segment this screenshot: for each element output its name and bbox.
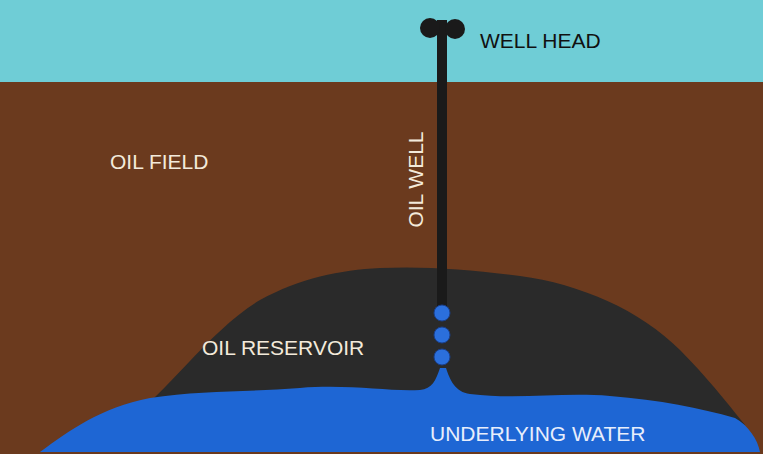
sky-band xyxy=(0,0,763,82)
well-head-valve xyxy=(445,19,465,39)
water-bubble xyxy=(434,305,450,321)
oil-well-label: OIL WELL xyxy=(403,132,426,228)
well-head-valve xyxy=(420,18,440,38)
water-bubble xyxy=(434,349,450,365)
underlying-water-shape xyxy=(40,368,760,452)
ground xyxy=(0,82,763,454)
well-head-label: WELL HEAD xyxy=(480,29,601,52)
well-pipe xyxy=(437,20,447,320)
water-bubble xyxy=(434,327,450,343)
oil-field-label: OIL FIELD xyxy=(110,150,208,173)
underlying-water-label: UNDERLYING WATER xyxy=(430,422,645,445)
oil-reservoir-label: OIL RESERVOIR xyxy=(202,336,364,359)
